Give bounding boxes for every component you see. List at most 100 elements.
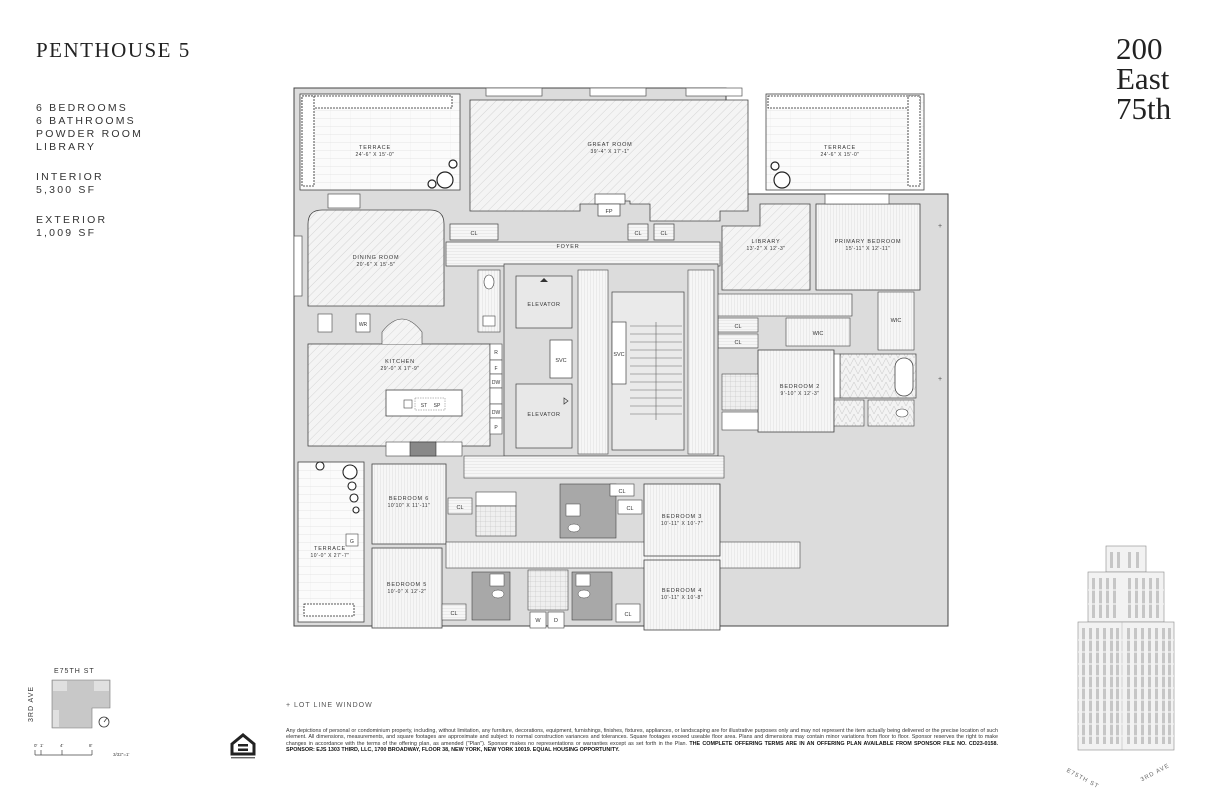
bedroom-2: BEDROOM 2 9'-10" X 12'-3" xyxy=(721,349,835,433)
interior-value: 5,300 SF xyxy=(36,184,97,196)
building-logo: 200 East 75th xyxy=(1116,33,1188,126)
feature-list: 6 BEDROOMS 6 BATHROOMS POWDER ROOM LIBRA… xyxy=(36,102,143,154)
disclaimer-offering-terms: THE COMPLETE OFFERING TERMS ARE IN AN OF… xyxy=(286,740,998,754)
svg-text:SP: SP xyxy=(434,403,441,409)
svg-text:CL: CL xyxy=(624,612,631,618)
unit-specs: 6 BEDROOMS 6 BATHROOMS POWDER ROOM LIBRA… xyxy=(36,102,143,257)
scale-bar: 0' 1' 4' 8' xyxy=(34,743,93,756)
terrace-west: TERRACE 24'-6" X 15'-0" xyxy=(299,93,461,191)
terrace-south: G TERRACE 10'-0" X 27'-7" xyxy=(297,461,365,623)
bath-bedroom-4 xyxy=(571,571,613,621)
rendering-street-label-2: 3RD AVE xyxy=(1140,763,1171,784)
scale-note: 3/32"=1' xyxy=(113,752,130,757)
svg-text:SVC: SVC xyxy=(555,358,566,364)
exterior-area: EXTERIOR 1,009 SF xyxy=(36,214,143,240)
laundry: W D xyxy=(527,569,569,629)
svg-text:DW: DW xyxy=(492,410,501,416)
svg-text:TERRACE: TERRACE xyxy=(824,145,856,151)
svg-text:13'-2" X 12'-3": 13'-2" X 12'-3" xyxy=(746,246,785,252)
svg-text:+: + xyxy=(938,223,942,230)
bedroom-6: BEDROOM 6 10'10" X 11'-11" CL xyxy=(371,463,473,545)
svg-text:PRIMARY BEDROOM: PRIMARY BEDROOM xyxy=(835,239,902,245)
svg-text:G: G xyxy=(350,539,354,545)
feature-library: LIBRARY xyxy=(36,141,97,153)
svg-text:CL: CL xyxy=(634,231,641,237)
svg-text:24'-6" X 15'-0": 24'-6" X 15'-0" xyxy=(355,152,394,158)
svg-text:CL: CL xyxy=(450,611,457,617)
gallery-corridor xyxy=(463,455,725,479)
bedroom-3: BEDROOM 3 10'-11" X 10'-7" xyxy=(643,483,721,557)
foyer-closets: CL CL CL xyxy=(449,223,675,241)
primary-suite-closets: CL CL WIC WIC xyxy=(715,291,915,351)
svg-text:24'-6" X 15'-0": 24'-6" X 15'-0" xyxy=(820,152,859,158)
svg-text:CL: CL xyxy=(734,340,741,346)
keyplan-street-top: E75TH ST xyxy=(54,668,95,675)
svg-text:D: D xyxy=(554,618,558,624)
floor-plan: TERRACE 24'-6" X 15'-0" GREAT ROOM 39'-4… xyxy=(293,87,949,631)
bath-bedroom-3: CL CL xyxy=(559,483,643,539)
svg-text:0': 0' xyxy=(34,743,38,748)
exterior-label: EXTERIOR xyxy=(36,214,108,226)
legal-disclaimer: Any depictions of personal or condominiu… xyxy=(286,728,998,754)
svg-text:8': 8' xyxy=(89,743,93,748)
dining-room: DINING ROOM 20'-6" X 15'-5" xyxy=(293,193,445,307)
svg-text:FP: FP xyxy=(605,209,612,215)
interior-area: INTERIOR 5,300 SF xyxy=(36,171,143,197)
svg-text:WIC: WIC xyxy=(891,318,902,324)
kitchen: KITCHEN 29'-0" X 17'-9" ST SP R F DW DW … xyxy=(307,313,503,457)
svg-text:10'-0" X 27'-7": 10'-0" X 27'-7" xyxy=(310,553,349,559)
bath-bedroom-6 xyxy=(475,491,517,537)
svg-text:ELEVATOR: ELEVATOR xyxy=(527,412,560,418)
powder-room xyxy=(477,269,501,333)
svg-text:1': 1' xyxy=(40,743,44,748)
svg-text:+: + xyxy=(938,376,942,383)
exterior-value: 1,009 SF xyxy=(36,227,97,239)
svg-text:KITCHEN: KITCHEN xyxy=(385,359,415,365)
svg-text:10'-0" X 12'-2": 10'-0" X 12'-2" xyxy=(387,589,426,595)
bedroom-5: BEDROOM 5 10'-0" X 12'-2" CL xyxy=(371,547,467,629)
svg-text:W: W xyxy=(535,618,541,624)
svg-text:F: F xyxy=(494,366,497,372)
svg-text:10'10" X 11'-11": 10'10" X 11'-11" xyxy=(388,503,431,509)
feature-bathrooms: 6 BATHROOMS xyxy=(36,115,136,127)
svg-text:WIC: WIC xyxy=(813,331,824,337)
logo-line-2: East xyxy=(1116,61,1170,96)
svg-text:P: P xyxy=(494,425,498,431)
bath-bedroom-5 xyxy=(471,571,511,621)
page-title: PENTHOUSE 5 xyxy=(36,38,191,62)
svg-text:CL: CL xyxy=(618,489,625,495)
svg-text:SVC: SVC xyxy=(613,352,624,358)
bedroom-4: BEDROOM 4 10'-11" X 10'-8" CL xyxy=(615,559,721,631)
svg-text:BEDROOM 4: BEDROOM 4 xyxy=(662,588,702,594)
svg-text:BEDROOM 6: BEDROOM 6 xyxy=(389,496,429,502)
svg-text:CL: CL xyxy=(626,506,633,512)
svg-text:CL: CL xyxy=(660,231,667,237)
svg-text:BEDROOM 2: BEDROOM 2 xyxy=(780,384,820,390)
svg-text:LIBRARY: LIBRARY xyxy=(751,239,780,245)
logo-line-3: 75th xyxy=(1116,91,1172,126)
lot-line-legend: + LOT LINE WINDOW xyxy=(286,702,373,709)
svg-text:CL: CL xyxy=(734,324,741,330)
interior-label: INTERIOR xyxy=(36,171,104,183)
svg-text:15'-11" X 12'-11": 15'-11" X 12'-11" xyxy=(846,246,891,252)
terrace-east: TERRACE 24'-6" X 15'-0" xyxy=(765,93,925,191)
svg-text:39'-4" X 17'-1": 39'-4" X 17'-1" xyxy=(590,149,629,155)
primary-bath: + xyxy=(829,353,942,427)
svg-text:4': 4' xyxy=(60,743,64,748)
svg-text:ST: ST xyxy=(421,403,427,409)
bedroom-hallway xyxy=(445,541,801,569)
svg-text:R: R xyxy=(494,350,498,356)
svg-text:BEDROOM 5: BEDROOM 5 xyxy=(387,582,427,588)
key-plan xyxy=(51,679,111,729)
elevator-core: ELEVATOR ELEVATOR SVC SVC xyxy=(503,263,719,457)
svg-text:CL: CL xyxy=(470,231,477,237)
primary-bedroom: PRIMARY BEDROOM 15'-11" X 12'-11" + xyxy=(815,193,942,291)
building-rendering xyxy=(1077,545,1175,751)
disclaimer-body: Any depictions of personal or condominiu… xyxy=(286,728,998,747)
feature-bedrooms: 6 BEDROOMS xyxy=(36,102,129,114)
rendering-street-label-1: E75TH ST xyxy=(1065,768,1100,791)
foyer: FOYER xyxy=(445,241,721,267)
svg-text:DW: DW xyxy=(492,380,501,386)
svg-text:10'-11" X 10'-8": 10'-11" X 10'-8" xyxy=(661,595,703,601)
svg-text:DINING ROOM: DINING ROOM xyxy=(353,255,400,261)
